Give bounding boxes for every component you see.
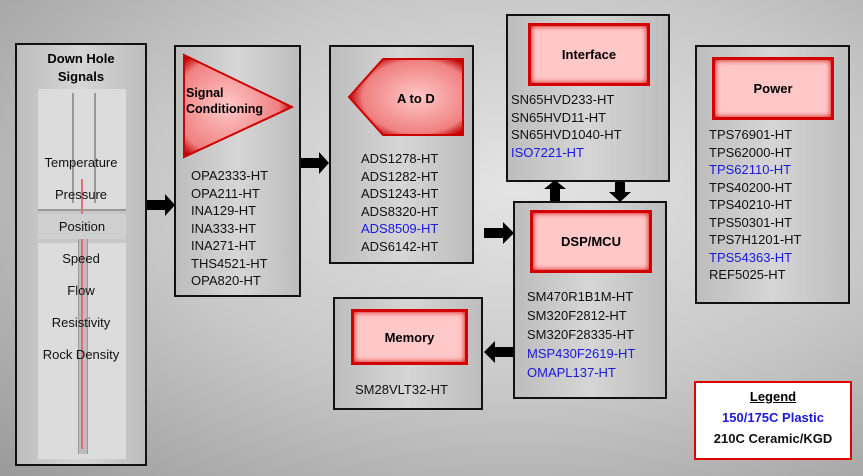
signal-conditioning-parts: OPA2333-HT OPA211-HT INA129-HT INA333-HT INA…: [191, 167, 268, 290]
part-item: MSP430F2619-HT: [527, 346, 636, 361]
part-item: TPS7H1201-HT: [709, 232, 802, 247]
legend: Legend 150/175C Plastic 210C Ceramic/KGD: [694, 381, 852, 460]
part-item: ADS1243-HT: [361, 186, 439, 201]
legend-ceramic: 210C Ceramic/KGD: [713, 431, 833, 446]
power-parts: TPS76901-HT TPS62000-HT TPS62110-HT TPS4020…: [709, 126, 801, 284]
part-item: INA129-HT: [191, 203, 257, 218]
signal-resistivity: Resistivity: [51, 315, 111, 330]
legend-title: Legend: [749, 389, 797, 404]
a-to-d-parts: ADS1278-HT ADS1282-HT ADS1243-HT ADS8320-HT…: [361, 150, 438, 255]
part-item: TPS62110-HT: [709, 162, 792, 177]
part-item: OPA211-HT: [191, 185, 260, 201]
part-item: SN65HVD11-HT: [511, 109, 607, 125]
part-item: OPA2333-HT: [191, 168, 269, 183]
dsp-mcu-title: DSP/MCU: [530, 210, 652, 273]
signal-speed: Speed: [62, 251, 100, 266]
part-item: SM470R1B1M-HT: [527, 289, 634, 304]
signal-conditioning-title: Signal Conditioning: [186, 86, 264, 116]
part-item: TPS62000-HT: [709, 144, 793, 160]
a-to-d-title: A to D: [397, 91, 435, 106]
part-item: SM320F28335-HT: [527, 327, 634, 342]
well-bore: [78, 239, 88, 454]
part-item: SN65HVD1040-HT: [511, 127, 622, 142]
interface-title: Interface: [528, 23, 650, 86]
part-item: SM320F2812-HT: [527, 308, 627, 323]
signal-conditioning-box: Signal Conditioning OPA2333-HT OPA211-HT I…: [174, 45, 301, 297]
part-item: THS4521-HT: [191, 255, 268, 271]
part-item: INA333-HT: [191, 220, 257, 236]
part-item: ADS8509-HT: [361, 221, 439, 236]
part-item: TPS54363-HT: [709, 249, 793, 265]
adc-pentagon-icon: [347, 58, 464, 136]
part-item: ADS8320-HT: [361, 203, 439, 219]
legend-plastic: 150/175C Plastic: [722, 410, 824, 425]
arrow-downhole-to-signal-conditioning: [147, 194, 175, 216]
part-item: INA271-HT: [191, 238, 257, 253]
arrow-dsp-to-interface: [544, 180, 566, 201]
amplifier-triangle-icon: [183, 53, 294, 159]
arrow-interface-to-dsp: [609, 182, 631, 202]
part-item: SN65HVD233-HT: [511, 92, 615, 107]
part-item: TPS50301-HT: [709, 214, 793, 230]
memory-box: Memory SM28VLT32-HT: [333, 297, 483, 410]
part-item: ADS1278-HT: [361, 151, 439, 166]
part-item: OPA820-HT: [191, 273, 261, 288]
signal-flow: Flow: [67, 283, 95, 298]
interface-parts: SN65HVD233-HT SN65HVD11-HT SN65HVD1040-HT I…: [511, 91, 622, 161]
rig-tower: [72, 93, 96, 203]
dsp-mcu-box: DSP/MCU SM470R1B1M-HT SM320F2812-HT SM320F…: [513, 201, 667, 399]
part-item: TPS76901-HT: [709, 127, 793, 142]
dsp-mcu-parts: SM470R1B1M-HT SM320F2812-HT SM320F28335-HT…: [527, 287, 635, 382]
part-item: REF5025-HT: [709, 267, 786, 282]
part-item: TPS40200-HT: [709, 179, 793, 195]
down-hole-title: Down Hole Signals: [47, 51, 115, 84]
signal-temperature: Temperature: [44, 155, 118, 170]
part-item: ISO7221-HT: [511, 144, 584, 160]
well-line: [81, 179, 83, 449]
arrow-dsp-to-memory: [484, 341, 513, 363]
power-title: Power: [712, 57, 834, 120]
memory-title: Memory: [351, 309, 468, 365]
signal-rock-density: Rock Density: [42, 347, 120, 362]
part-item: ADS1282-HT: [361, 168, 439, 184]
memory-parts: SM28VLT32-HT: [355, 381, 448, 399]
part-item: OMAPL137-HT: [527, 365, 616, 380]
arrow-a-to-d-to-dsp: [484, 222, 514, 244]
arrow-signal-conditioning-to-a-to-d: [301, 152, 329, 174]
signal-position: Position: [38, 214, 126, 239]
part-item: TPS40210-HT: [709, 197, 793, 212]
signal-pressure: Pressure: [54, 187, 108, 202]
part-item: SM28VLT32-HT: [355, 382, 448, 397]
part-item: ADS6142-HT: [361, 238, 439, 254]
